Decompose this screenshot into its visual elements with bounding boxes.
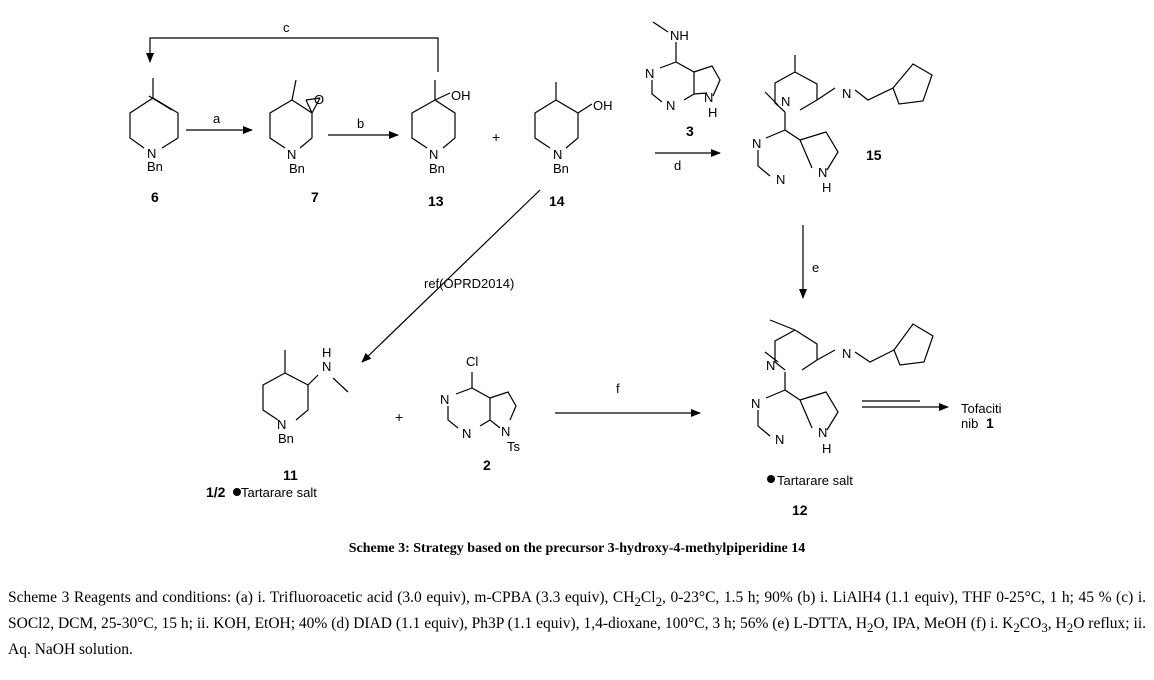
atom-label: N xyxy=(775,432,784,447)
arrow-label: e xyxy=(812,260,819,275)
compound-number: 14 xyxy=(549,193,565,209)
atom-label: N xyxy=(501,424,510,439)
salt-label: Tartarare salt xyxy=(777,473,853,488)
plus-sign: + xyxy=(492,129,500,145)
compound-number: 2 xyxy=(483,457,491,473)
atom-label: H xyxy=(322,345,331,360)
arrow-label: f xyxy=(616,381,620,396)
atom-label: N xyxy=(277,417,286,432)
atom-label: N xyxy=(666,98,675,113)
plus-sign: + xyxy=(395,409,403,425)
atom-label: N xyxy=(842,86,851,101)
salt-prefix: 1/2 xyxy=(206,484,226,500)
compound-11: N H N Bn 11 1/2 Tartarare salt xyxy=(206,345,349,500)
compound-13: OH N Bn 13 xyxy=(411,80,471,209)
compound-number: 6 xyxy=(151,189,159,205)
atom-label: NH xyxy=(670,28,689,43)
arrow-ref: ref(OPRD2014) xyxy=(361,189,541,363)
atom-label: N xyxy=(781,94,790,109)
reagents-conditions: Scheme 3 Reagents and conditions: (a) i.… xyxy=(8,589,1147,659)
compound-15: N N N N N H 15 xyxy=(752,55,933,195)
product-name: Tofaciti xyxy=(961,401,1002,416)
compound-12: N N N N N H Tartarare salt 12 xyxy=(751,319,934,518)
product-tofacitinib: Tofaciti nib 1 xyxy=(961,401,1002,431)
compound-6: N Bn 6 xyxy=(129,78,179,205)
scheme-caption: Scheme 3: Strategy based on the precurso… xyxy=(348,541,806,556)
arrow-label: ref(OPRD2014) xyxy=(424,276,514,291)
product-number: 1 xyxy=(986,415,994,431)
atom-label: Bn xyxy=(147,159,163,174)
arrow-f: f xyxy=(555,381,701,417)
atom-label: OH xyxy=(451,88,471,103)
atom-label: N xyxy=(752,136,761,151)
bullet-icon xyxy=(233,488,241,496)
atom-label: N xyxy=(147,146,156,161)
atom-label: N xyxy=(776,172,785,187)
atom-label: N xyxy=(818,165,827,180)
atom-label: Ts xyxy=(507,439,521,454)
arrow-label: c xyxy=(283,20,290,35)
arrow-b: b xyxy=(328,116,399,139)
arrow-label: b xyxy=(357,116,364,131)
salt-label: Tartarare salt xyxy=(241,485,317,500)
arrow-label: d xyxy=(674,158,681,173)
atom-label: N xyxy=(818,425,827,440)
product-name: nib xyxy=(961,416,978,431)
compound-7: O N Bn 7 xyxy=(269,79,324,205)
compound-14: OH N Bn 14 xyxy=(534,82,613,209)
atom-label: H xyxy=(708,105,717,120)
compound-number: 13 xyxy=(428,193,444,209)
atom-label: Bn xyxy=(289,161,305,176)
reaction-scheme: N Bn 6 a O N Bn 7 b OH N Bn 13 c + OH N … xyxy=(129,20,1002,518)
compound-number: 15 xyxy=(866,147,882,163)
arrow-a: a xyxy=(186,111,253,134)
atom-label: N xyxy=(462,426,471,441)
compound-number: 11 xyxy=(283,467,298,483)
arrow-d: d xyxy=(655,149,721,173)
arrow-e: e xyxy=(799,225,819,299)
compound-3: NH N N N H 3 xyxy=(645,21,721,139)
atom-label: H xyxy=(822,180,831,195)
atom-label: N xyxy=(766,358,775,373)
atom-label: N xyxy=(429,147,438,162)
atom-label: OH xyxy=(593,98,613,113)
arrow-label: a xyxy=(213,111,221,126)
compound-number: 12 xyxy=(792,502,808,518)
compound-2: Cl N N N Ts 2 xyxy=(440,354,521,473)
atom-label: Bn xyxy=(553,161,569,176)
arrow-c: c xyxy=(146,20,439,72)
atom-label: Bn xyxy=(429,161,445,176)
arrow-final xyxy=(862,400,949,411)
atom-label: N xyxy=(440,392,449,407)
compound-number: 3 xyxy=(686,123,694,139)
atom-label: N xyxy=(287,147,296,162)
atom-label: N xyxy=(751,396,760,411)
atom-label: Cl xyxy=(466,354,478,369)
atom-label: O xyxy=(314,92,324,107)
atom-label: H xyxy=(822,441,831,456)
atom-label: Bn xyxy=(278,431,294,446)
compound-number: 7 xyxy=(311,189,319,205)
bullet-icon xyxy=(767,475,775,483)
atom-label: N xyxy=(322,359,331,374)
atom-label: N xyxy=(704,90,713,105)
atom-label: N xyxy=(553,147,562,162)
atom-label: N xyxy=(645,66,654,81)
atom-label: N xyxy=(842,346,851,361)
